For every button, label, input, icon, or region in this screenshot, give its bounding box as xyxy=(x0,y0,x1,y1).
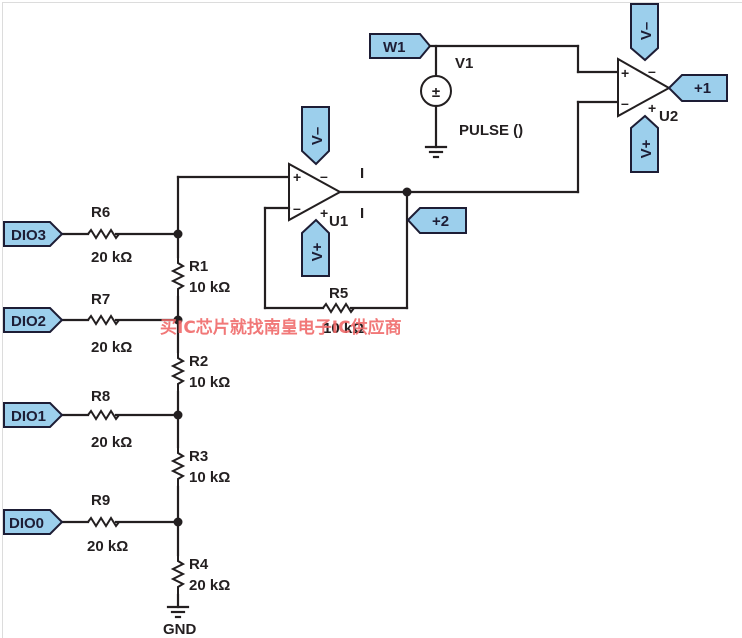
r9-name: R9 xyxy=(91,492,110,509)
u2-sup-plus: + xyxy=(648,100,656,116)
port-dio0[interactable] xyxy=(3,509,64,535)
port-u2-vplus-label: V+ xyxy=(638,139,655,158)
v1-ground-symbol xyxy=(424,145,448,159)
port-plus1-label: +1 xyxy=(694,80,711,97)
u1-sup-minus: – xyxy=(320,168,328,184)
port-dio3-label: DIO3 xyxy=(11,227,46,244)
port-dio2[interactable] xyxy=(3,307,64,333)
port-dio1-label: DIO1 xyxy=(11,408,46,425)
resistor-r3 xyxy=(170,447,186,487)
ground-symbol xyxy=(166,605,190,619)
port-plus1[interactable] xyxy=(667,74,728,102)
r9-value: 20 kΩ xyxy=(87,538,128,555)
port-plus2[interactable] xyxy=(406,207,467,234)
resistor-r8 xyxy=(87,409,120,421)
r8-value: 20 kΩ xyxy=(91,434,132,451)
r7-value: 20 kΩ xyxy=(91,339,132,356)
resistor-r9 xyxy=(87,516,120,528)
opamp-u1 xyxy=(288,162,343,222)
gnd-label: GND xyxy=(163,621,197,638)
port-u1-vplus-label: V+ xyxy=(309,242,326,261)
r5-value: 10 kΩ xyxy=(323,320,364,337)
r4-value: 20 kΩ xyxy=(189,577,230,594)
r7-name: R7 xyxy=(91,291,110,308)
u2-sup-minus: – xyxy=(648,63,656,79)
u1-sup-plus: + xyxy=(320,205,328,221)
resistor-r7 xyxy=(87,314,120,326)
u1-name: U1 xyxy=(329,213,348,230)
resistor-r6 xyxy=(87,228,120,240)
r4-name: R4 xyxy=(189,556,209,573)
r6-value: 20 kΩ xyxy=(91,249,132,266)
v1-name: V1 xyxy=(455,55,473,72)
port-u1-vminus[interactable] xyxy=(301,106,330,166)
resistor-r4 xyxy=(170,555,186,595)
marker-i-top: I xyxy=(360,165,364,182)
port-plus2-label: +2 xyxy=(432,213,449,230)
opamp-u2 xyxy=(617,57,672,118)
v1-polarity-icon: ± xyxy=(432,84,440,101)
u2-in-minus: – xyxy=(621,95,629,111)
port-dio3[interactable] xyxy=(3,221,64,247)
u1-in-plus: + xyxy=(293,169,301,185)
port-u1-vplus[interactable] xyxy=(301,218,330,277)
junction-dio3 xyxy=(173,229,183,239)
r5-name: R5 xyxy=(329,285,348,302)
port-dio1[interactable] xyxy=(3,402,64,428)
r8-name: R8 xyxy=(91,388,110,405)
r2-value: 10 kΩ xyxy=(189,374,230,391)
port-w1[interactable] xyxy=(369,33,432,59)
r3-name: R3 xyxy=(189,448,208,465)
port-w1-label: W1 xyxy=(383,39,406,56)
port-dio2-label: DIO2 xyxy=(11,313,46,330)
v1-value: PULSE () xyxy=(459,122,523,139)
port-u2-vminus-label: V– xyxy=(638,22,655,40)
resistor-r1 xyxy=(170,257,186,297)
junction-dio0 xyxy=(173,517,183,527)
junction-dio1 xyxy=(173,410,183,420)
junction-dio2 xyxy=(173,315,183,325)
r1-name: R1 xyxy=(189,258,208,275)
resistor-r2 xyxy=(170,352,186,392)
port-dio0-label: DIO0 xyxy=(9,515,44,532)
port-u2-vminus[interactable] xyxy=(630,3,659,62)
watermark-text: 买IC芯片就找南皇电子IC供应商 xyxy=(160,317,402,338)
port-u1-vminus-label: V– xyxy=(309,127,326,145)
u1-in-minus: – xyxy=(293,200,301,216)
u2-in-plus: + xyxy=(621,65,629,81)
r1-value: 10 kΩ xyxy=(189,279,230,296)
u2-name: U2 xyxy=(659,108,678,125)
marker-i-bottom: I xyxy=(360,205,364,222)
port-u2-vplus[interactable] xyxy=(630,114,659,173)
resistor-r5 xyxy=(322,302,355,314)
r2-name: R2 xyxy=(189,353,208,370)
r6-name: R6 xyxy=(91,204,110,221)
r3-value: 10 kΩ xyxy=(189,469,230,486)
